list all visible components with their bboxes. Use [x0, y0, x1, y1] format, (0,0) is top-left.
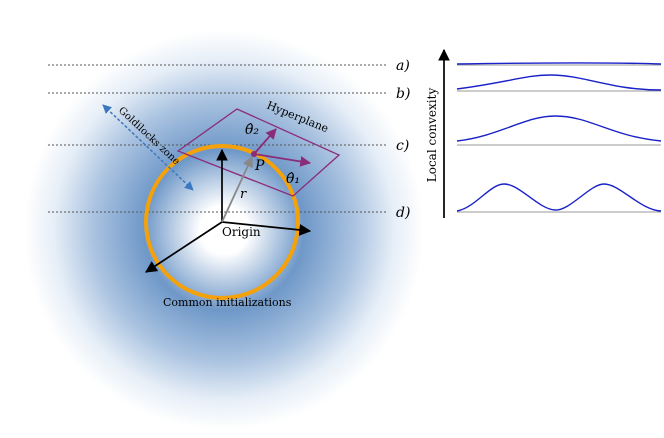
slice-label-a: a)	[396, 58, 410, 74]
theta1-label: θ̂₁	[286, 171, 300, 187]
axis-right-arrow	[221, 221, 312, 236]
profile-d	[456, 183, 662, 212]
slice-label-d: d)	[396, 205, 410, 221]
axes	[145, 148, 312, 273]
initialization-ring	[144, 144, 300, 300]
point-p	[251, 151, 257, 157]
radius-label: r	[240, 187, 247, 202]
axis-left-arrow	[145, 221, 223, 273]
slice-label-c: c)	[396, 138, 409, 154]
profile-c	[456, 115, 662, 142]
theta2-arrow	[253, 128, 277, 155]
local-convexity-label: Local convexity	[425, 88, 439, 183]
profile-baselines	[457, 64, 661, 213]
profile-b	[456, 74, 662, 91]
hyperplane	[176, 108, 341, 197]
common-initializations-label: Common initializations	[163, 296, 292, 309]
theta1-arrow	[253, 153, 312, 167]
convexity-profiles	[456, 62, 662, 212]
point-p-label: P	[254, 158, 265, 174]
goldilocks-arrow	[102, 104, 194, 191]
origin-label: Origin	[222, 225, 261, 239]
slice-label-b: b)	[396, 86, 410, 102]
radius-arrow	[221, 156, 253, 223]
theta2-label: θ̂₂	[245, 122, 259, 138]
profile-a	[456, 62, 662, 65]
